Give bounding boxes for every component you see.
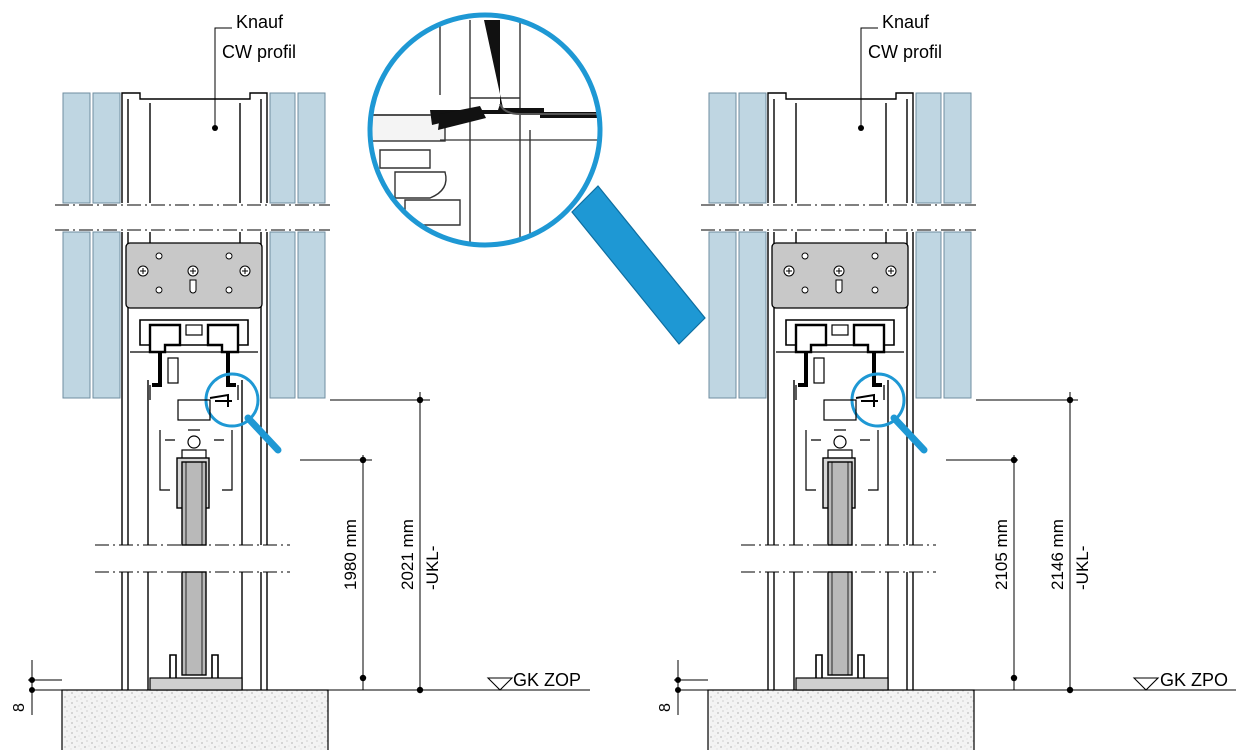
dimension-outer-note: -UKL- [1073,546,1092,590]
height-dimensions [916,392,1236,691]
profile-label-line2: CW profil [222,42,296,62]
level-marker-icon [1132,677,1160,691]
profile-leader [860,27,878,128]
dimension-outer-note: -UKL- [423,546,442,590]
profile-label-line1: Knauf [236,12,284,32]
profile-label-line1: Knauf [882,12,930,32]
level-marker-icon [486,677,514,691]
dimension-inner: 2105 mm [992,519,1011,590]
dimension-outer: 2021 mm [398,519,417,590]
gap-label: 8 [657,703,674,712]
floor-level-label: GK ZPO [1160,670,1228,690]
profile-label-line2: CW profil [868,42,942,62]
profile-leader [214,27,232,128]
floor-level-label: GK ZOP [513,670,581,690]
drawing-left: Knauf CW profil 1980 mm 2021 mm -UKL- GK… [11,12,590,750]
drawing-right: Knauf CW profil 2105 mm 2146 mm -UKL- GK… [657,12,1236,750]
dimension-outer: 2146 mm [1048,519,1067,590]
detail-magnifier-large [367,12,706,345]
dimension-inner: 1980 mm [341,519,360,590]
height-dimensions [270,392,590,691]
gap-label: 8 [11,703,28,712]
